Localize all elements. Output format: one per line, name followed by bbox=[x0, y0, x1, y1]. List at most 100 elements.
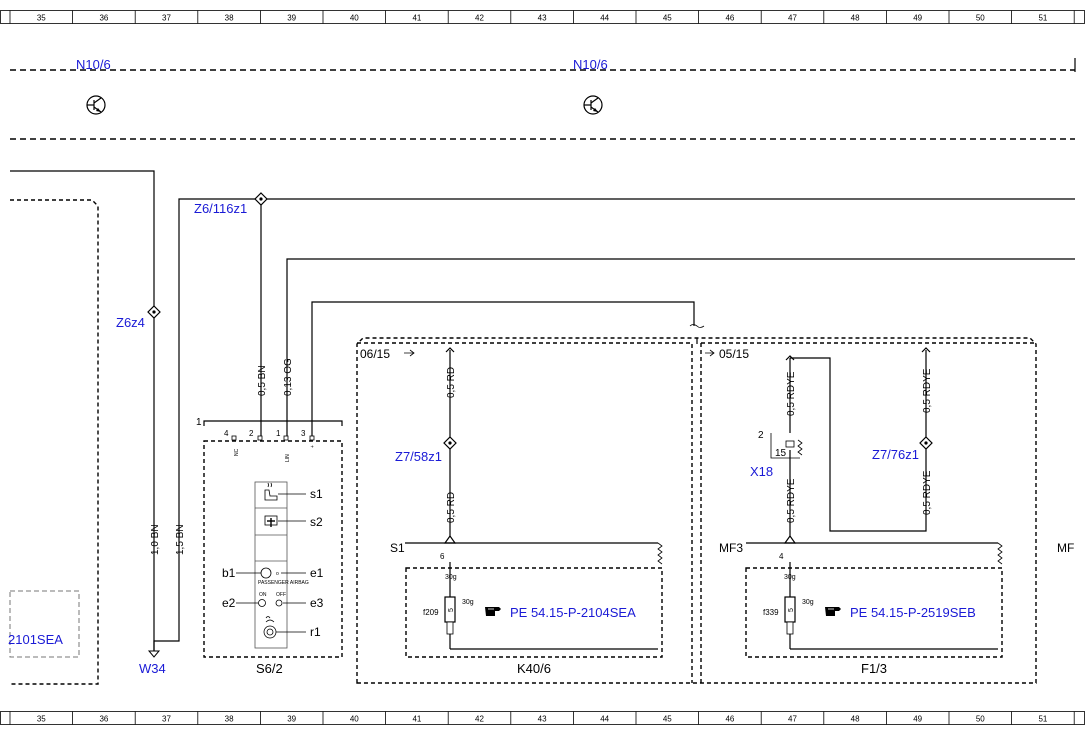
ruler-bottom-label: 43 bbox=[538, 715, 547, 724]
s6-2-e1-label: e1 bbox=[310, 566, 324, 580]
k40-6-fuse-value: 5 bbox=[448, 608, 455, 612]
seat-heater-icon bbox=[264, 482, 278, 501]
ruler-top-label: 35 bbox=[37, 14, 46, 23]
s6-2-block: 1 4 2 1 3 NC LIN + s1 s2 bbox=[196, 417, 343, 676]
ruler-bottom-label: 45 bbox=[663, 715, 672, 724]
f1-3-pin: 4 bbox=[779, 552, 784, 561]
n10-6-label-mid[interactable]: N10/6 bbox=[573, 57, 608, 72]
ruler-top-label: 38 bbox=[225, 14, 234, 23]
wire-label-rd-bot: 0,5 RD bbox=[446, 492, 457, 523]
x18-label[interactable]: X18 bbox=[750, 464, 773, 479]
s6-2-name[interactable]: S6/2 bbox=[256, 661, 283, 676]
ruler-top-label: 43 bbox=[538, 14, 547, 23]
airbag-on-icon bbox=[258, 599, 266, 607]
pointing-hand-icon bbox=[485, 607, 501, 616]
wire-label-og-013: 0,13 OG bbox=[283, 358, 294, 396]
wire-label-rd-top: 0,5 RD bbox=[446, 367, 457, 398]
f1-3-name[interactable]: F1/3 bbox=[861, 661, 887, 676]
f1-3-conn: MF3 bbox=[719, 541, 743, 555]
k40-6-term-top: 30g bbox=[445, 574, 457, 581]
ruler-bottom-label: 36 bbox=[99, 715, 108, 724]
ruler-bottom-label: 51 bbox=[1038, 715, 1047, 724]
ruler-top-label: 37 bbox=[162, 14, 171, 23]
splice-z7-76z1: Z7/76z1 bbox=[872, 436, 933, 462]
s6-2-e3-label: e3 bbox=[310, 596, 324, 610]
f1-3-fuse: f339 bbox=[763, 608, 779, 617]
k40-6-name[interactable]: K40/6 bbox=[517, 661, 551, 676]
wires bbox=[10, 170, 1075, 651]
ruler-top-label: 44 bbox=[600, 14, 609, 23]
wire-label-bn-05: 0,5 BN bbox=[257, 365, 268, 396]
s6-2-e2-label: e2 bbox=[222, 596, 236, 610]
z7-58z1-label[interactable]: Z7/58z1 bbox=[395, 449, 442, 464]
ref-2101sea-link[interactable]: 2101SEA bbox=[8, 632, 63, 647]
f1-3-term-side: 30g bbox=[802, 599, 814, 606]
z6-116z1-label[interactable]: Z6/116z1 bbox=[194, 201, 247, 216]
x18-pin: 15 bbox=[775, 448, 787, 459]
ruler-bottom-label: 42 bbox=[475, 715, 484, 724]
f1-3-section: MF3 4 30g 30g 5 f339 PE 54.15-P-2519SEB … bbox=[719, 534, 1003, 676]
seat-fan-icon bbox=[264, 515, 278, 527]
s6-2-r1-label: r1 bbox=[310, 625, 321, 639]
ruler-top-label: 51 bbox=[1038, 14, 1047, 23]
k40-6-conn: S1 bbox=[390, 541, 405, 555]
pe-2519seb-link[interactable]: PE 54.15-P-2519SEB bbox=[850, 605, 976, 620]
ruler-top-label: 48 bbox=[851, 14, 860, 23]
ruler-bottom-label: 40 bbox=[350, 715, 359, 724]
s6-2-s2-label: s2 bbox=[310, 515, 323, 529]
ground-w34: W34 bbox=[139, 650, 166, 676]
s6-2-pin-1: 1 bbox=[276, 429, 281, 438]
ruler-top-label: 36 bbox=[99, 14, 108, 23]
splice-z6z4: Z6z4 bbox=[116, 305, 161, 330]
k40-6-term-side: 30g bbox=[462, 599, 474, 606]
pointing-hand-icon bbox=[825, 607, 841, 616]
ruler-bottom-label: 46 bbox=[725, 715, 734, 724]
s6-2-pin-4: 4 bbox=[224, 429, 229, 438]
s6-2-pin-2: 2 bbox=[249, 429, 254, 438]
s6-2-on-text: ON bbox=[259, 592, 267, 598]
wire-label-rdye-a: 0,5 RDYE bbox=[786, 371, 797, 416]
ruler-bottom-label: 39 bbox=[287, 715, 296, 724]
wire-label-rdye-c: 0,5 RDYE bbox=[922, 368, 933, 413]
k40-6-section: S1 6 30g 30g 5 f209 PE 54.15-P-2104SEA K… bbox=[390, 534, 663, 676]
ruler-bottom-label: 35 bbox=[37, 715, 46, 724]
wire-label-rdye-d: 0,5 RDYE bbox=[922, 470, 933, 515]
z7-76z1-label[interactable]: Z7/76z1 bbox=[872, 447, 919, 462]
ruler-bottom-label: 38 bbox=[225, 715, 234, 724]
f1-3-term-top: 30g bbox=[784, 574, 796, 581]
ruler-bottom-label: 41 bbox=[412, 715, 421, 724]
splice-z6-116z1: Z6/116z1 bbox=[194, 192, 268, 216]
ruler-top-label: 46 bbox=[725, 14, 734, 23]
ruler-bottom-label: 48 bbox=[851, 715, 860, 724]
ruler-top-label: 47 bbox=[788, 14, 797, 23]
ruler-bottom-label: 49 bbox=[913, 715, 922, 724]
s6-2-pin-tag-lin: LIN bbox=[285, 454, 291, 462]
transistor-icon bbox=[86, 95, 106, 115]
ruler-top-label: 40 bbox=[350, 14, 359, 23]
wire-labels: 0,5 BN 0,13 OG 1,0 BN 1,5 BN 0,5 RD 0,5 … bbox=[150, 358, 933, 555]
airbag-off-icon bbox=[275, 599, 283, 607]
pe-2104sea-link[interactable]: PE 54.15-P-2104SEA bbox=[510, 605, 636, 620]
ruler-top-label: 39 bbox=[287, 14, 296, 23]
ruler-bottom-label: 47 bbox=[788, 715, 797, 724]
fuse-box-outline: 06/15 05/15 bbox=[356, 320, 1037, 684]
f1-3-fuse-value: 5 bbox=[788, 608, 795, 612]
n10-6-label-left[interactable]: N10/6 bbox=[76, 57, 111, 72]
ruler-bottom-label: 37 bbox=[162, 715, 171, 724]
wire-label-rdye-b: 0,5 RDYE bbox=[786, 478, 797, 523]
s6-2-indicator-text: PASSENGER AIRBAG bbox=[258, 580, 309, 586]
z6z4-label[interactable]: Z6z4 bbox=[116, 315, 145, 330]
svg-text:o: o bbox=[276, 571, 279, 577]
k40-6-ref: 06/15 bbox=[360, 347, 390, 361]
ruler-bottom-label: 44 bbox=[600, 715, 609, 724]
w34-label[interactable]: W34 bbox=[139, 661, 166, 676]
s6-2-pin-tag-plus: + bbox=[310, 445, 316, 448]
ruler-top-label: 41 bbox=[412, 14, 421, 23]
edge-label-right: MF bbox=[1057, 541, 1074, 555]
x18-num: 2 bbox=[758, 430, 764, 441]
ruler-top-label: 42 bbox=[475, 14, 484, 23]
transistor-icon bbox=[583, 95, 603, 115]
